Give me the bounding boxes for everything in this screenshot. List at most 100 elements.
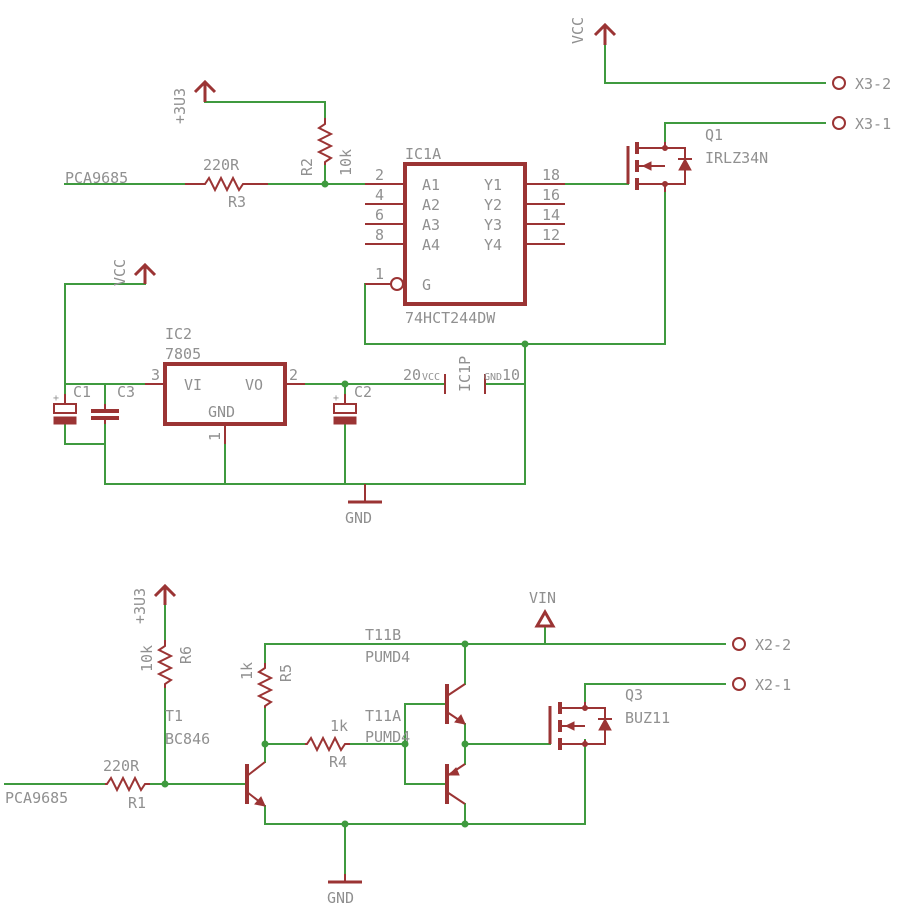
ic1a-pinno-1: 1 xyxy=(375,265,384,283)
c2-plus: + xyxy=(333,393,339,404)
ic2-pin-gnd: GND xyxy=(208,403,235,421)
x2-1-connector: X2-1 xyxy=(732,676,791,694)
capacitor-c3: C3 xyxy=(91,383,135,424)
ic1a-pin-a3: A3 xyxy=(422,216,440,234)
vin-supply: VIN xyxy=(529,589,556,628)
r1-value: 220R xyxy=(103,757,140,775)
ic2-part: 7805 xyxy=(165,345,201,363)
t11b-part: PUMD4 xyxy=(365,648,410,666)
x2-1-label: X2-1 xyxy=(755,676,791,694)
t11a-part: PUMD4 xyxy=(365,728,410,746)
junctions-bottom xyxy=(161,640,469,828)
pca9685-top-net: PCA9685 xyxy=(65,169,128,187)
p3v3-top-supply: +3U3 xyxy=(171,79,217,124)
ic1p-pinno-20: 20 xyxy=(403,366,421,384)
t11a-name: T11A xyxy=(365,707,401,725)
q3-part: BUZ11 xyxy=(625,709,670,727)
junctions-top xyxy=(321,180,529,388)
c3-name: C3 xyxy=(117,383,135,401)
capacitor-c1: C1 + xyxy=(53,383,91,425)
c1-name: C1 xyxy=(73,383,91,401)
r3-name: R3 xyxy=(228,193,246,211)
ic1p-pinno-10: 10 xyxy=(502,366,520,384)
t1-part: BC846 xyxy=(165,730,210,748)
ic1p-gnd-label: GND xyxy=(484,372,502,383)
ic2-pinno-1: 1 xyxy=(206,432,224,441)
ic1a-pin-y3: Y3 xyxy=(484,216,502,234)
gnd-bottom-symbol: GND xyxy=(327,874,362,907)
r2-value: 10k xyxy=(337,149,355,176)
p3v3-top-label: +3U3 xyxy=(171,88,189,124)
resistor-r3: 220R R3 xyxy=(185,156,268,211)
capacitor-c2: C2 + xyxy=(333,383,372,425)
ic1a-pin-a1: A1 xyxy=(422,176,440,194)
vcc-left-supply: VCC xyxy=(111,259,157,286)
ic1a-pin-y4: Y4 xyxy=(484,236,502,254)
r1-name: R1 xyxy=(128,794,146,812)
x3-2-connector: X3-2 xyxy=(832,75,891,93)
ic1a-pinno-6: 6 xyxy=(375,206,384,224)
transistor-t11a: T11A PUMD4 xyxy=(365,707,466,805)
x3-1-label: X3-1 xyxy=(855,115,891,133)
ic2-pinno-3: 3 xyxy=(151,366,160,384)
resistor-r1: 220R R1 xyxy=(103,757,150,812)
x3-1-connector: X3-1 xyxy=(832,115,891,133)
r6-value: 10k xyxy=(138,645,156,672)
transistor-t1: T1 BC846 xyxy=(165,707,266,807)
r5-name: R5 xyxy=(277,664,295,682)
ic2-pin-vo: VO xyxy=(245,376,263,394)
c1-plus: + xyxy=(53,393,59,404)
vcc-top-supply: VCC xyxy=(569,17,617,45)
vin-label: VIN xyxy=(529,589,556,607)
ic1a-pinno-18: 18 xyxy=(542,166,560,184)
x2-2-connector: X2-2 xyxy=(732,636,791,654)
ic1a-pinno-14: 14 xyxy=(542,206,560,224)
ic1p-vcc-label: VCC xyxy=(422,372,440,383)
ic1a-pinno-16: 16 xyxy=(542,186,560,204)
ic1p-name: IC1P xyxy=(456,356,474,392)
ic2-pin-vi: VI xyxy=(184,376,202,394)
ic1a-pin-g: G xyxy=(422,276,431,294)
regulator-ic2: IC2 7805 VI VO GND 3 2 1 xyxy=(145,325,305,444)
t11b-name: T11B xyxy=(365,626,401,644)
ic2-name: IC2 xyxy=(165,325,192,343)
ic1a-name: IC1A xyxy=(405,145,441,163)
p3v3-bottom-supply: +3U3 xyxy=(131,583,177,624)
r4-name: R4 xyxy=(329,753,347,771)
ic1p-power: IC1P 20 VCC GND 10 xyxy=(403,356,520,394)
r5-value: 1k xyxy=(238,662,256,680)
gnd-bottom-label: GND xyxy=(327,889,354,907)
vcc-left-label: VCC xyxy=(111,259,129,286)
wires-top xyxy=(64,44,826,485)
transistor-t11b: T11B PUMD4 xyxy=(365,626,466,725)
ic1a-pinno-4: 4 xyxy=(375,186,384,204)
ic1a-pinno-8: 8 xyxy=(375,226,384,244)
mosfet-q1: Q1 IRLZ34N xyxy=(626,126,768,192)
resistor-r6: 10k R6 xyxy=(138,640,195,688)
gnd-top-label: GND xyxy=(345,509,372,527)
t1-name: T1 xyxy=(165,707,183,725)
ic1a-part: 74HCT244DW xyxy=(405,309,496,327)
ic1a-pin-a2: A2 xyxy=(422,196,440,214)
ic1a-pinno-2: 2 xyxy=(375,166,384,184)
ic1a-pin-y1: Y1 xyxy=(484,176,502,194)
mosfet-q3: Q3 BUZ11 xyxy=(548,686,670,750)
q1-part: IRLZ34N xyxy=(705,149,768,167)
p3v3-bottom-label: +3U3 xyxy=(131,588,149,624)
c2-name: C2 xyxy=(354,383,372,401)
resistor-r4: 1k R4 xyxy=(305,717,350,771)
gnd-top-symbol: GND xyxy=(345,484,382,527)
resistor-r2: R2 10k xyxy=(298,118,355,176)
resistor-r5: 1k R5 xyxy=(238,662,295,708)
ic1a-buffer: IC1A 74HCT244DW A1 A2 A3 A4 Y1 Y2 Y3 Y4 … xyxy=(365,145,565,327)
ic2-pinno-2: 2 xyxy=(289,366,298,384)
r6-name: R6 xyxy=(177,646,195,664)
ic1a-pinno-12: 12 xyxy=(542,226,560,244)
ic1a-pin-a4: A4 xyxy=(422,236,440,254)
q3-name: Q3 xyxy=(625,686,643,704)
q1-name: Q1 xyxy=(705,126,723,144)
x3-2-label: X3-2 xyxy=(855,75,891,93)
r4-value: 1k xyxy=(330,717,348,735)
ic1a-pin-y2: Y2 xyxy=(484,196,502,214)
